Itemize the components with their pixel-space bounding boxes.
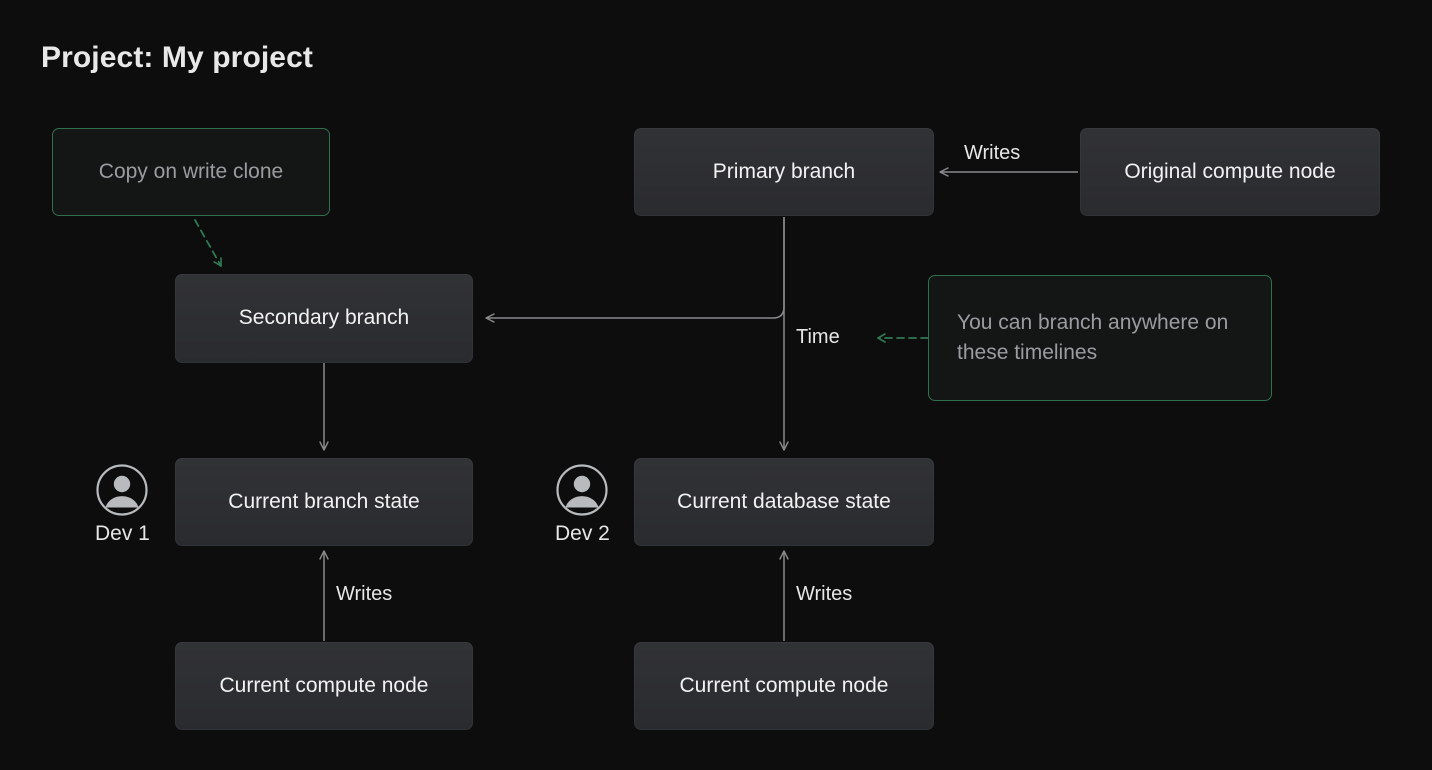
- node-current-branch-state[interactable]: Current branch state: [175, 458, 473, 546]
- node-primary-branch[interactable]: Primary branch: [634, 128, 934, 216]
- node-secondary-branch[interactable]: Secondary branch: [175, 274, 473, 363]
- node-branch-anywhere-note[interactable]: You can branch anywhere on these timelin…: [928, 275, 1272, 401]
- node-copy-on-write-clone[interactable]: Copy on write clone: [52, 128, 330, 216]
- avatar-label-dev-1: Dev 1: [95, 522, 150, 545]
- page-title: Project: My project: [41, 41, 313, 74]
- node-current-compute-node-right[interactable]: Current compute node: [634, 642, 934, 730]
- node-original-compute-node[interactable]: Original compute node: [1080, 128, 1380, 216]
- avatar-group-dev-1: Dev 1: [95, 464, 150, 546]
- edge-label-writes-top: Writes: [964, 142, 1021, 164]
- node-primary-branch-label: Primary branch: [712, 159, 856, 183]
- node-branch-anywhere-note-label: You can branch anywhere on these timelin…: [957, 310, 1229, 364]
- edge-primary-to-secondary: [485, 217, 785, 323]
- node-current-database-state-label: Current database state: [677, 489, 891, 513]
- avatar-group-dev-2: Dev 2: [555, 464, 610, 546]
- node-current-compute-node-right-label: Current compute node: [679, 673, 889, 697]
- node-secondary-branch-label: Secondary branch: [238, 306, 410, 330]
- node-current-branch-state-label: Current branch state: [228, 489, 420, 513]
- edge-label-writes-right: Writes: [796, 583, 853, 605]
- edge-label-writes-left: Writes: [336, 583, 393, 605]
- node-copy-on-write-clone-label: Copy on write clone: [98, 159, 284, 183]
- user-avatar-icon: [96, 464, 149, 516]
- edge-label-time: Time: [796, 326, 840, 348]
- node-original-compute-node-label: Original compute node: [1124, 159, 1336, 183]
- node-current-compute-node-left[interactable]: Current compute node: [175, 642, 473, 730]
- node-current-database-state[interactable]: Current database state: [634, 458, 934, 546]
- edge-clone-to-secondary-dashed: [194, 219, 222, 267]
- user-avatar-icon: [556, 464, 609, 516]
- node-current-compute-node-left-label: Current compute node: [219, 673, 429, 697]
- avatar-label-dev-2: Dev 2: [555, 522, 610, 545]
